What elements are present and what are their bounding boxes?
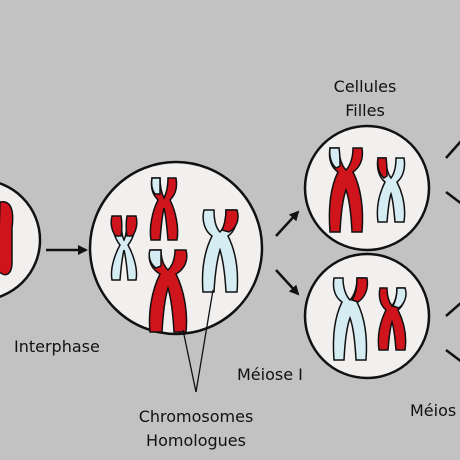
chromosome-blue bbox=[391, 287, 407, 309]
label-interphase: Interphase bbox=[14, 337, 100, 356]
chromosome-red bbox=[220, 209, 239, 233]
chromosome-red bbox=[328, 147, 364, 233]
chromosome-red bbox=[0, 201, 14, 276]
meiosis-cell bbox=[88, 160, 264, 336]
arrow-right-2 bbox=[445, 191, 460, 205]
arrow-to-bottom-cell bbox=[275, 269, 300, 296]
pointer-line bbox=[182, 329, 197, 393]
pointer-line bbox=[195, 289, 214, 393]
label-meiose-1: Méiose I bbox=[237, 365, 303, 384]
label-cellules: Cellules bbox=[334, 77, 397, 96]
daughter-cell-bottom bbox=[303, 252, 431, 380]
chromosome-red bbox=[148, 249, 188, 333]
chromosome-blue bbox=[150, 177, 161, 195]
arrow-right-1 bbox=[445, 140, 460, 159]
chromosome-red bbox=[377, 157, 388, 179]
label-meiose-2: Méios bbox=[410, 401, 456, 420]
arrow-to-top-cell bbox=[275, 210, 300, 237]
interphase-cell bbox=[0, 182, 42, 298]
arrow-right-3 bbox=[445, 302, 460, 317]
arrow-right-4 bbox=[445, 349, 460, 363]
daughter-cell-top bbox=[303, 124, 431, 252]
label-chromosomes: Chromosomes bbox=[139, 407, 254, 426]
chromosome-red bbox=[110, 215, 138, 237]
chromosome-blue bbox=[329, 147, 341, 169]
chromosome-blue bbox=[148, 249, 162, 269]
label-filles: Filles bbox=[345, 101, 385, 120]
chromosome-red bbox=[350, 277, 369, 303]
label-homologues: Homologues bbox=[146, 431, 246, 450]
